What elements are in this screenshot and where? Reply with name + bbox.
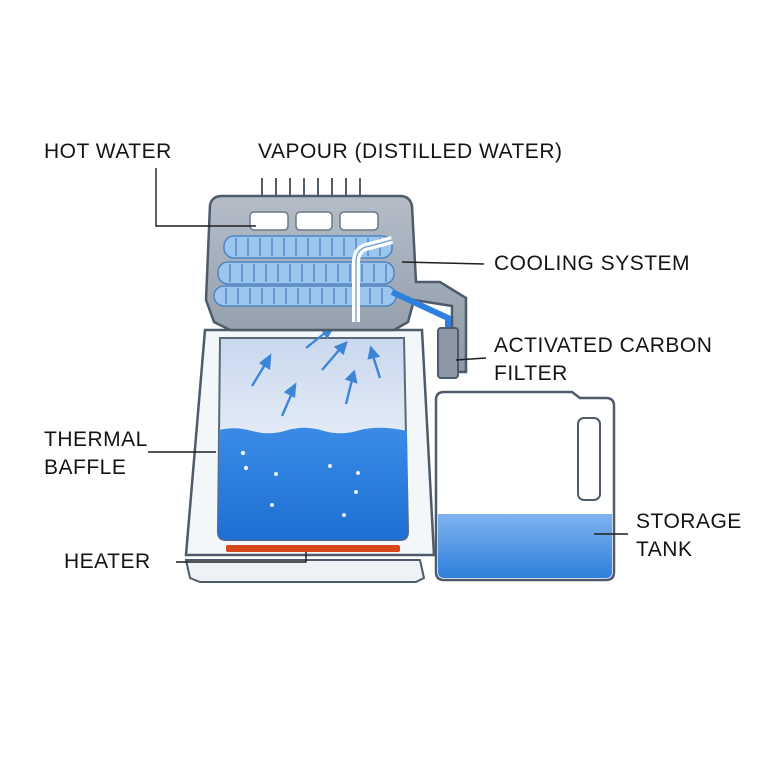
label-cooling-system: COOLING SYSTEM bbox=[494, 250, 690, 278]
storage-tank-handle bbox=[578, 418, 600, 500]
lid-vent-slots bbox=[250, 212, 378, 230]
label-vapour: VAPOUR (DISTILLED WATER) bbox=[258, 138, 562, 166]
heater-element bbox=[226, 545, 400, 552]
label-hot-water: HOT WATER bbox=[44, 138, 172, 166]
label-activated-carbon-filter: ACTIVATED CARBON FILTER bbox=[494, 332, 712, 388]
boiling-water bbox=[218, 428, 408, 540]
storage-tank-water bbox=[438, 514, 612, 578]
label-heater: HEATER bbox=[64, 548, 151, 576]
label-thermal-baffle: THERMAL BAFFLE bbox=[44, 426, 148, 482]
distiller-base bbox=[186, 560, 424, 582]
label-storage-tank: STORAGE TANK bbox=[636, 508, 742, 564]
carbon-filter bbox=[438, 328, 458, 378]
